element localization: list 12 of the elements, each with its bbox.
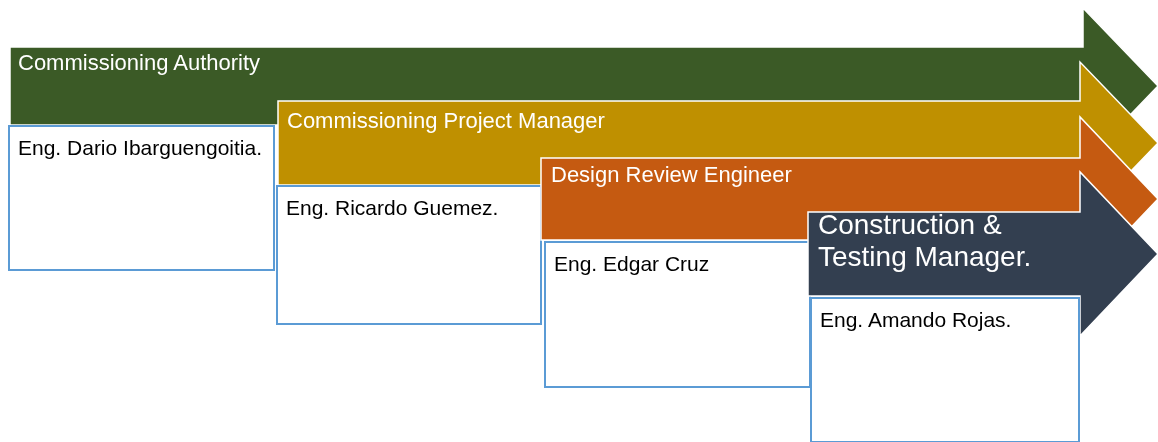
- person-name: Eng. Dario Ibarguengoitia.: [18, 135, 263, 161]
- role-title: Commissioning Authority: [18, 50, 262, 76]
- role-title: Commissioning Project Manager: [287, 108, 606, 134]
- text-box: [8, 125, 275, 271]
- role-title: Design Review Engineer: [551, 162, 793, 188]
- text-box: [544, 241, 811, 388]
- text-box: [810, 297, 1080, 442]
- person-name: Eng. Amando Rojas.: [820, 307, 1013, 333]
- person-name: Eng. Ricardo Guemez.: [286, 195, 500, 221]
- person-name: Eng. Edgar Cruz: [554, 251, 711, 277]
- role-title: Construction & Testing Manager.: [818, 209, 1033, 274]
- text-box: [276, 185, 542, 325]
